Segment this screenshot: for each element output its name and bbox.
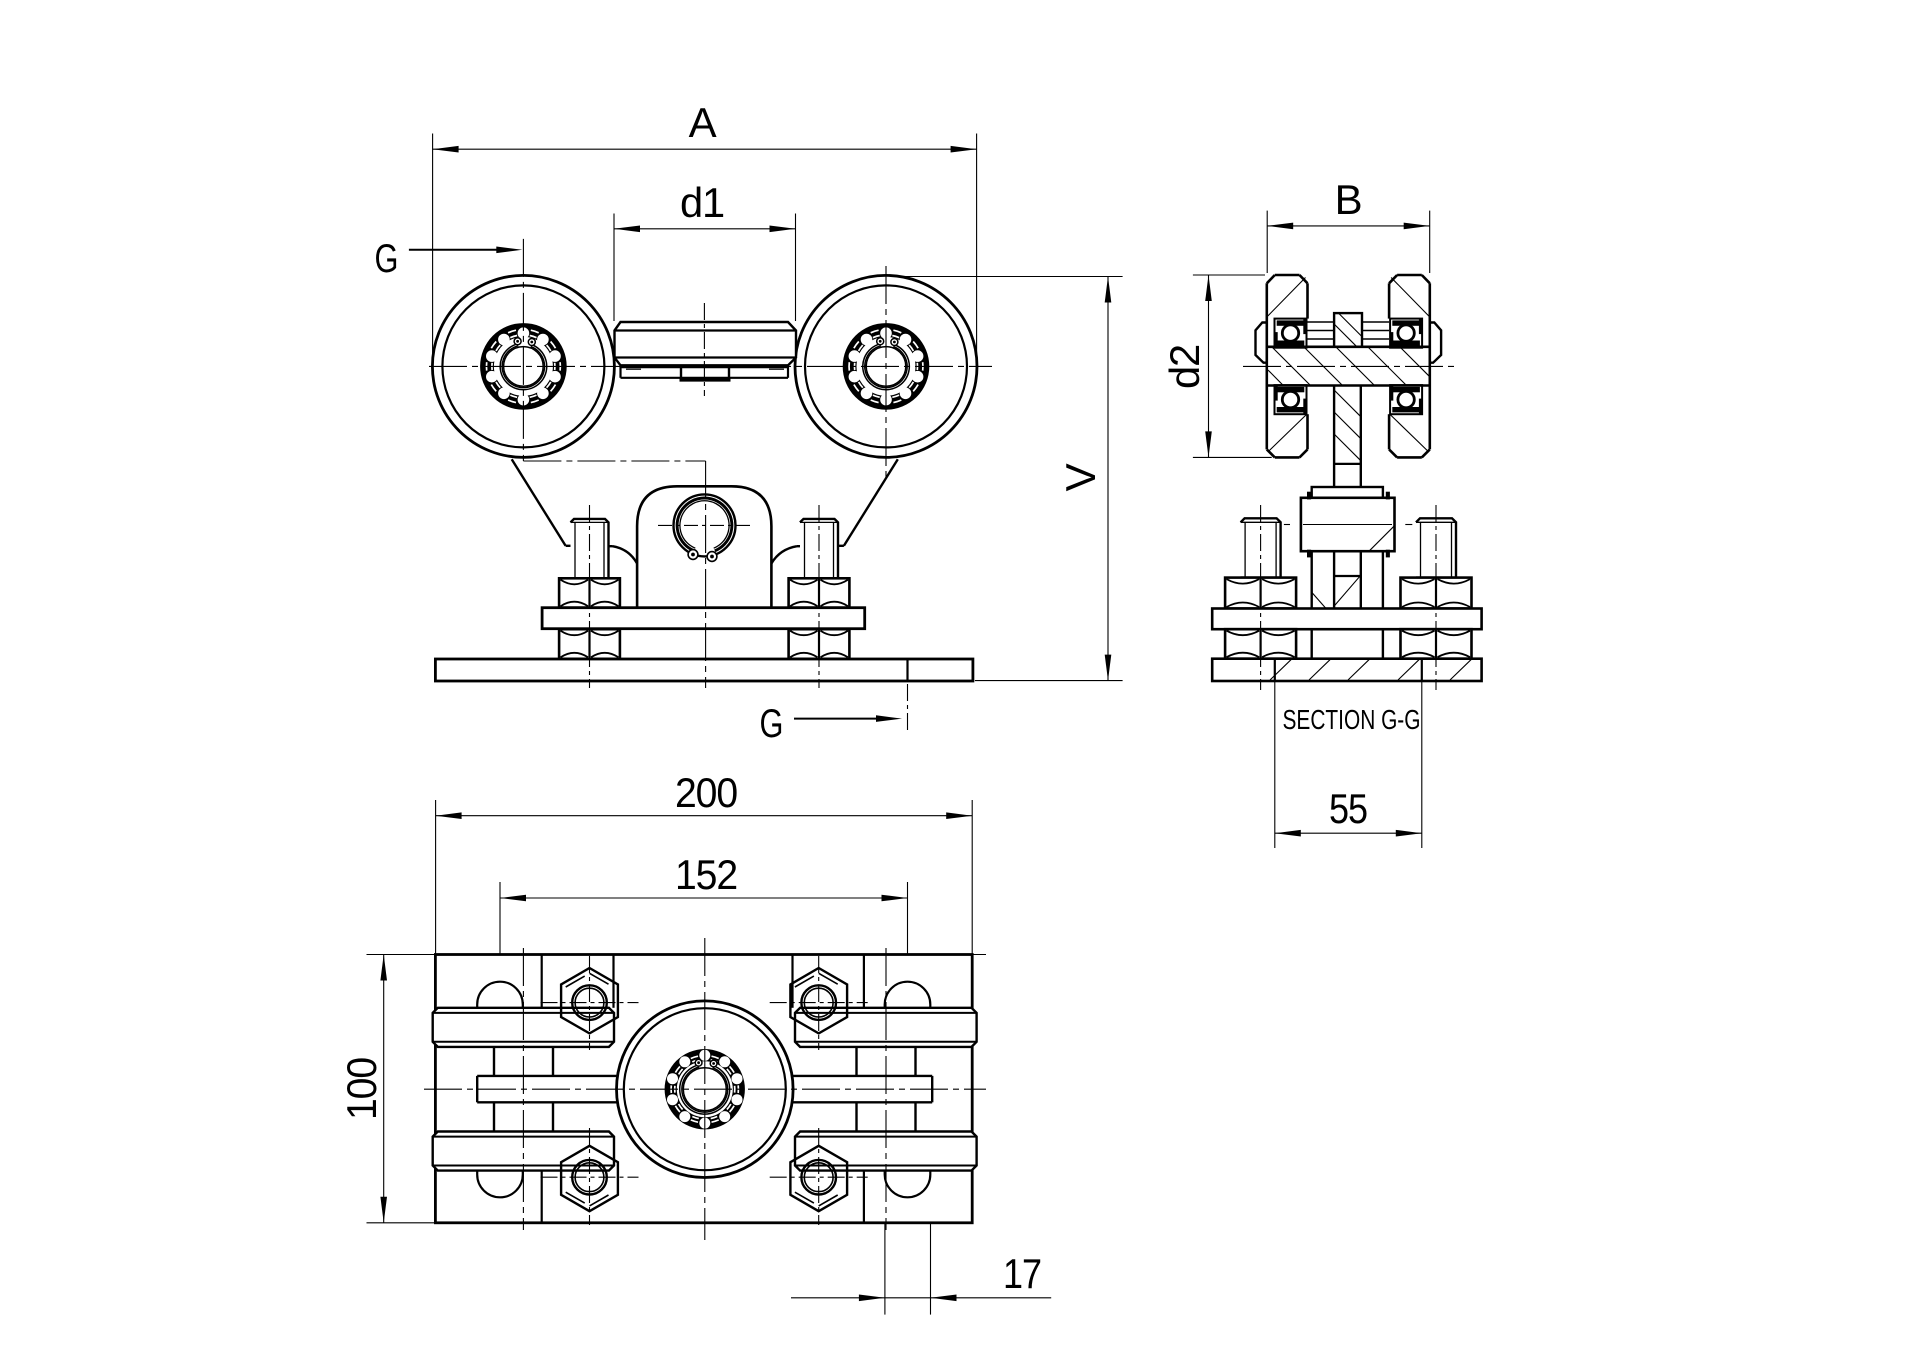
svg-text:V: V [1057, 463, 1104, 491]
svg-text:17: 17 [1003, 1250, 1041, 1297]
svg-text:200: 200 [675, 769, 737, 816]
svg-text:SECTION G-G: SECTION G-G [1283, 704, 1421, 735]
svg-text:A: A [689, 99, 717, 146]
svg-text:G: G [375, 237, 398, 281]
svg-text:55: 55 [1329, 785, 1367, 832]
svg-text:G: G [760, 702, 783, 746]
svg-text:152: 152 [675, 851, 737, 898]
svg-text:B: B [1335, 176, 1362, 223]
svg-text:d2: d2 [1161, 345, 1208, 389]
svg-text:100: 100 [338, 1058, 385, 1120]
svg-text:d1: d1 [680, 179, 724, 226]
